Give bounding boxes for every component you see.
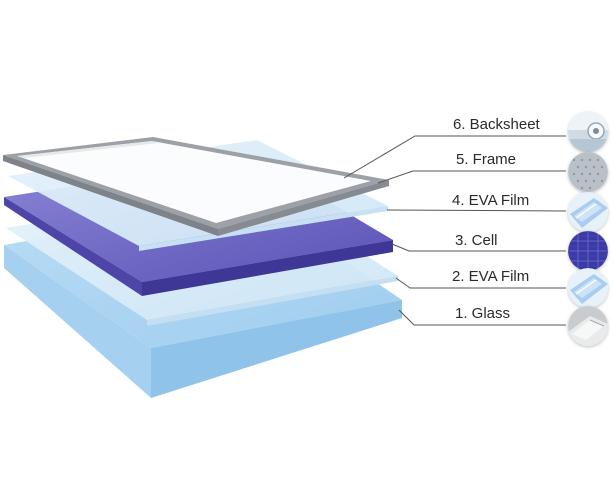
eva-film-icon — [568, 192, 608, 232]
leader-cell — [391, 243, 566, 252]
leader-frame — [377, 170, 566, 184]
leader-eva-upper — [386, 209, 567, 212]
aluminum-frame-layer — [3, 137, 389, 236]
leader-glass — [398, 309, 566, 326]
glass-texture-icon — [568, 306, 608, 346]
frame-mesh-icon — [568, 152, 608, 192]
label-cell: 3. Cell — [455, 232, 498, 249]
label-eva-film-lower: 2. EVA Film — [452, 268, 530, 285]
label-backsheet: 6. Backsheet — [453, 116, 540, 133]
solar-cell-icon — [568, 231, 608, 271]
label-glass: 1. Glass — [455, 305, 511, 322]
label-frame: 5. Frame — [456, 151, 517, 168]
leader-backsheet — [343, 135, 566, 179]
leader-eva-lower — [395, 277, 566, 289]
leader-lines — [343, 135, 567, 326]
eva-film-icon — [568, 268, 608, 308]
backsheet-roll-icon — [568, 112, 608, 152]
label-eva-film-upper: 4. EVA Film — [452, 192, 530, 209]
